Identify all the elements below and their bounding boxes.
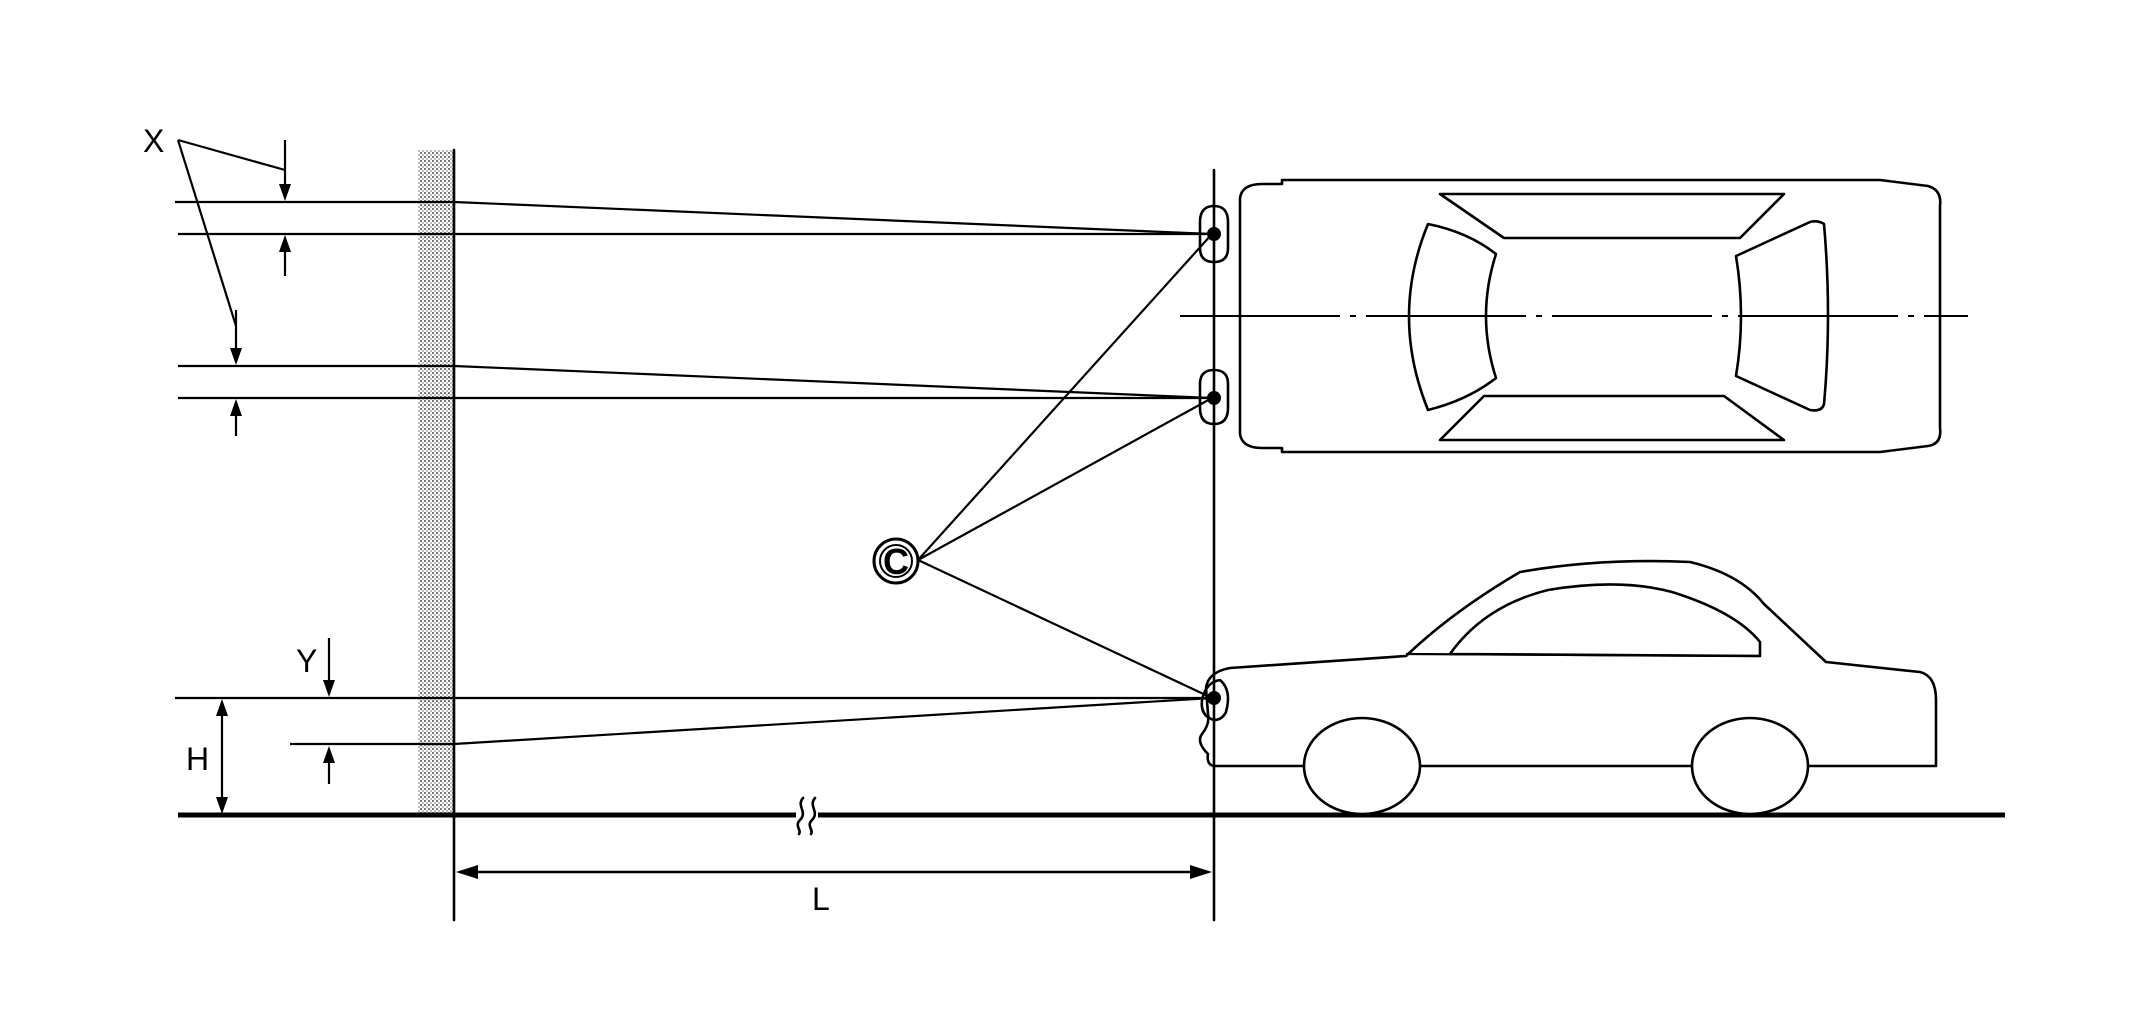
break-symbol xyxy=(796,796,818,836)
label-c: C xyxy=(883,541,909,582)
car-side-view-icon xyxy=(1198,559,1938,816)
reference-c-lines xyxy=(917,233,1213,699)
label-h: H xyxy=(186,741,209,777)
label-x: X xyxy=(143,123,164,159)
label-y: Y xyxy=(296,643,317,679)
dimension-l xyxy=(456,865,1212,879)
dimension-x xyxy=(176,138,291,436)
circled-letter-icon: C xyxy=(872,537,920,585)
screen-wall xyxy=(418,150,454,815)
dimension-h xyxy=(216,699,228,814)
dimension-y xyxy=(323,638,335,784)
car-top-view-icon xyxy=(1180,178,1968,454)
side-beam-lines xyxy=(175,696,1213,746)
top-beam-lines xyxy=(175,200,1213,400)
label-l: L xyxy=(812,881,830,917)
